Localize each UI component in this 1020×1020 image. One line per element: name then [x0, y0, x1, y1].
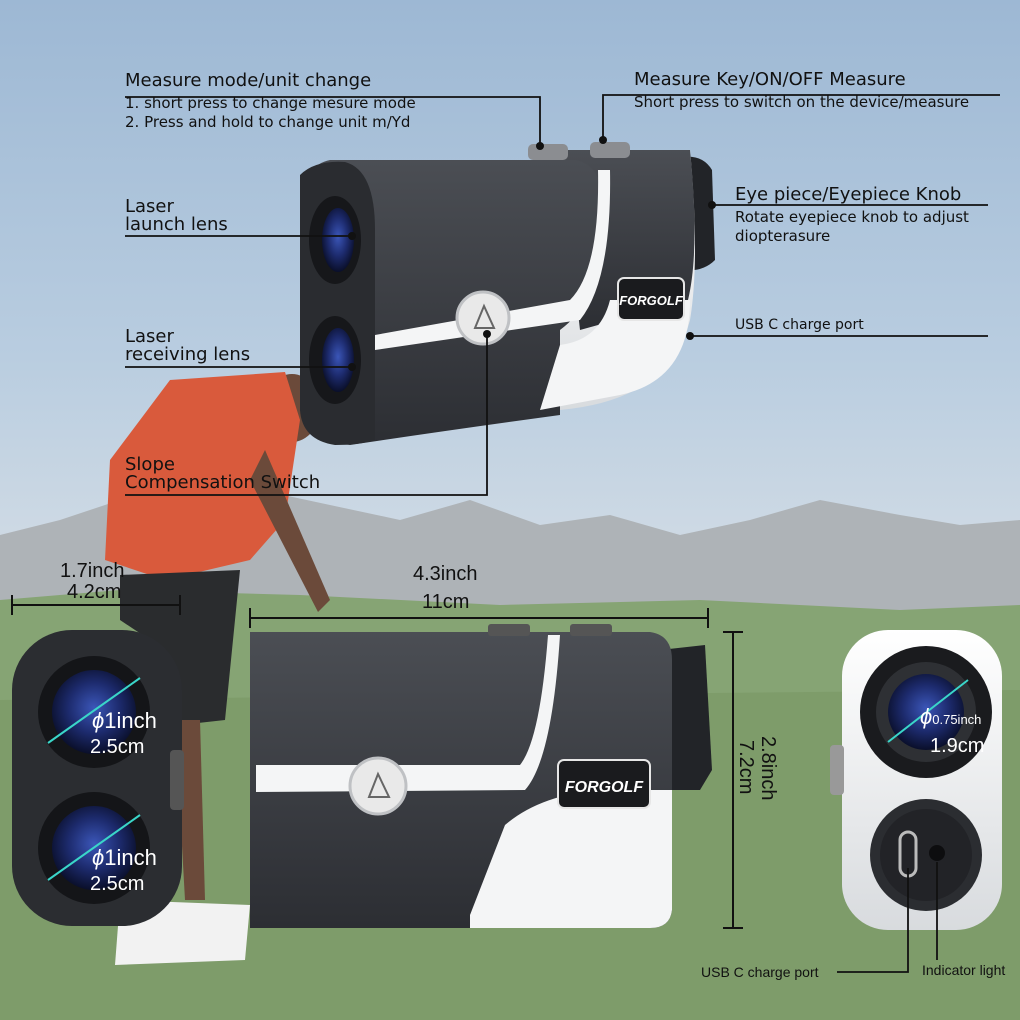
height-cm-label: 7.2cm — [735, 740, 757, 795]
phi-symbol: ϕ — [92, 708, 105, 733]
width-inch-label: 1.7inch — [60, 560, 125, 582]
indicator-light-label: Indicator light — [922, 962, 1006, 978]
usb-port-label-top: USB C charge port — [735, 317, 864, 333]
slope-switch-label-2: Compensation Switch — [125, 472, 321, 493]
length-inch-label: 4.3inch — [413, 563, 478, 585]
mode-key-title: Measure mode/unit change — [125, 70, 372, 91]
back-callout-lines — [837, 862, 938, 973]
lens1-diameter-cm: 2.5cm — [90, 736, 145, 758]
receive-lens-label-2: receiving lens — [125, 344, 251, 365]
mode-key-desc-2: 2. Press and hold to change unit m/Yd — [125, 113, 411, 131]
length-dimension-line — [249, 608, 709, 628]
width-cm-label: 4.2cm — [67, 581, 122, 603]
eyepiece-diameter-inch: ϕ0.75inch — [920, 706, 981, 728]
lens1-diameter-inch: ϕ1inch — [92, 710, 157, 732]
receive-lens-label-1: Laser — [125, 326, 174, 347]
width-dimension-line — [11, 595, 181, 615]
callout-dots — [348, 136, 716, 371]
eyepiece-diameter-cm: 1.9cm — [930, 735, 985, 757]
logo-top-text: FORGOLF — [619, 293, 684, 308]
eyepiece-desc-2: diopterasure — [735, 227, 831, 245]
rangefinder-front-view — [12, 630, 184, 926]
measure-key-title: Measure Key/ON/OFF Measure — [634, 69, 906, 90]
lens1-inch-value: 1inch — [104, 708, 157, 733]
eyepiece-title: Eye piece/Eyepiece Knob — [735, 184, 962, 205]
height-inch-label: 2.8inch — [757, 736, 779, 801]
phi-symbol: ϕ — [920, 704, 933, 729]
eyepiece-desc-1: Rotate eyepiece knob to adjust — [735, 208, 969, 226]
rangefinder-side-view — [250, 624, 712, 928]
eye-inch-value: 0.75inch — [932, 712, 982, 727]
slope-switch-label-1: Slope — [125, 454, 175, 475]
indicator-dot-icon — [929, 845, 945, 861]
logo-badge-top — [617, 277, 685, 321]
rangefinder-back-view — [830, 630, 1002, 930]
usb-port-label-bottom: USB C charge port — [701, 964, 819, 980]
height-dimension-line — [723, 631, 743, 929]
measure-key-desc: Short press to switch on the device/meas… — [634, 93, 970, 111]
lens2-diameter-cm: 2.5cm — [90, 873, 145, 895]
lens2-inch-value: 1inch — [104, 845, 157, 870]
launch-lens-label-1: Laser — [125, 196, 174, 217]
lens2-diameter-inch: ϕ1inch — [92, 847, 157, 869]
length-cm-label: 11cm — [422, 591, 470, 613]
launch-lens-label-2: launch lens — [125, 214, 228, 235]
logo-front-text: FORGOLF — [565, 779, 644, 796]
callout-lines — [125, 94, 1000, 496]
rangefinder-top-view — [300, 142, 715, 445]
phi-symbol: ϕ — [92, 845, 105, 870]
mode-key-desc-1: 1. short press to change mesure mode — [125, 94, 416, 112]
